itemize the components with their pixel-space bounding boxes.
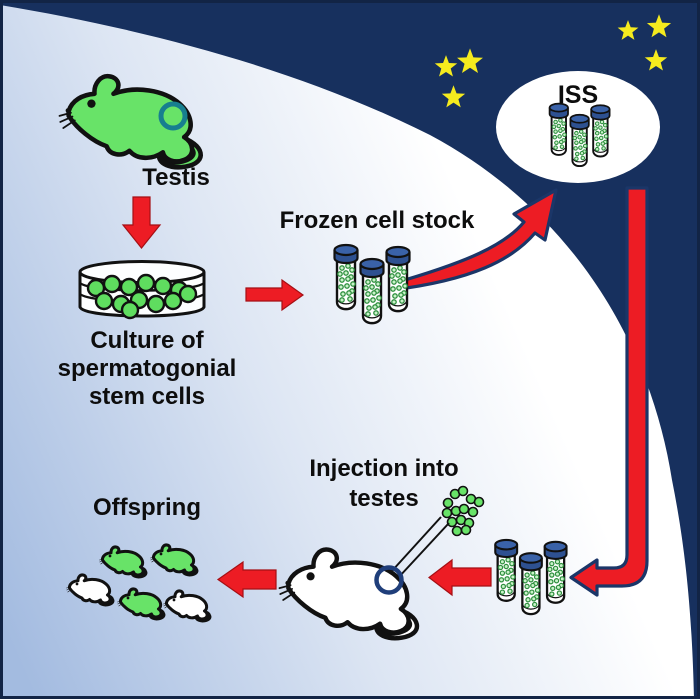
dish-cells [86,273,198,320]
injected-cell-cluster [441,485,485,537]
testis-label: Testis [142,164,210,191]
testis-marker-ring [158,101,188,131]
injection-site-ring [374,565,404,595]
earth-horizon-circle [0,5,694,699]
right-arrow [245,278,305,312]
down-arrow [121,196,162,249]
injection-label-line1: Injection into [309,455,458,482]
culture-label-line3: stem cells [89,383,205,410]
petri-dish-icon [78,260,206,320]
injection-label-line2: testes [349,485,418,512]
left-arrow-to-mouse [428,558,492,597]
culture-label-line2: spermatogonial [58,355,237,382]
frozen-stock-label: Frozen cell stock [280,207,475,234]
injection-needle [390,516,450,579]
culture-label-line1: Culture of [90,327,204,354]
return-arrow [569,186,649,597]
left-arrow-to-offspring [216,560,277,599]
offspring-label: Offspring [93,494,201,521]
